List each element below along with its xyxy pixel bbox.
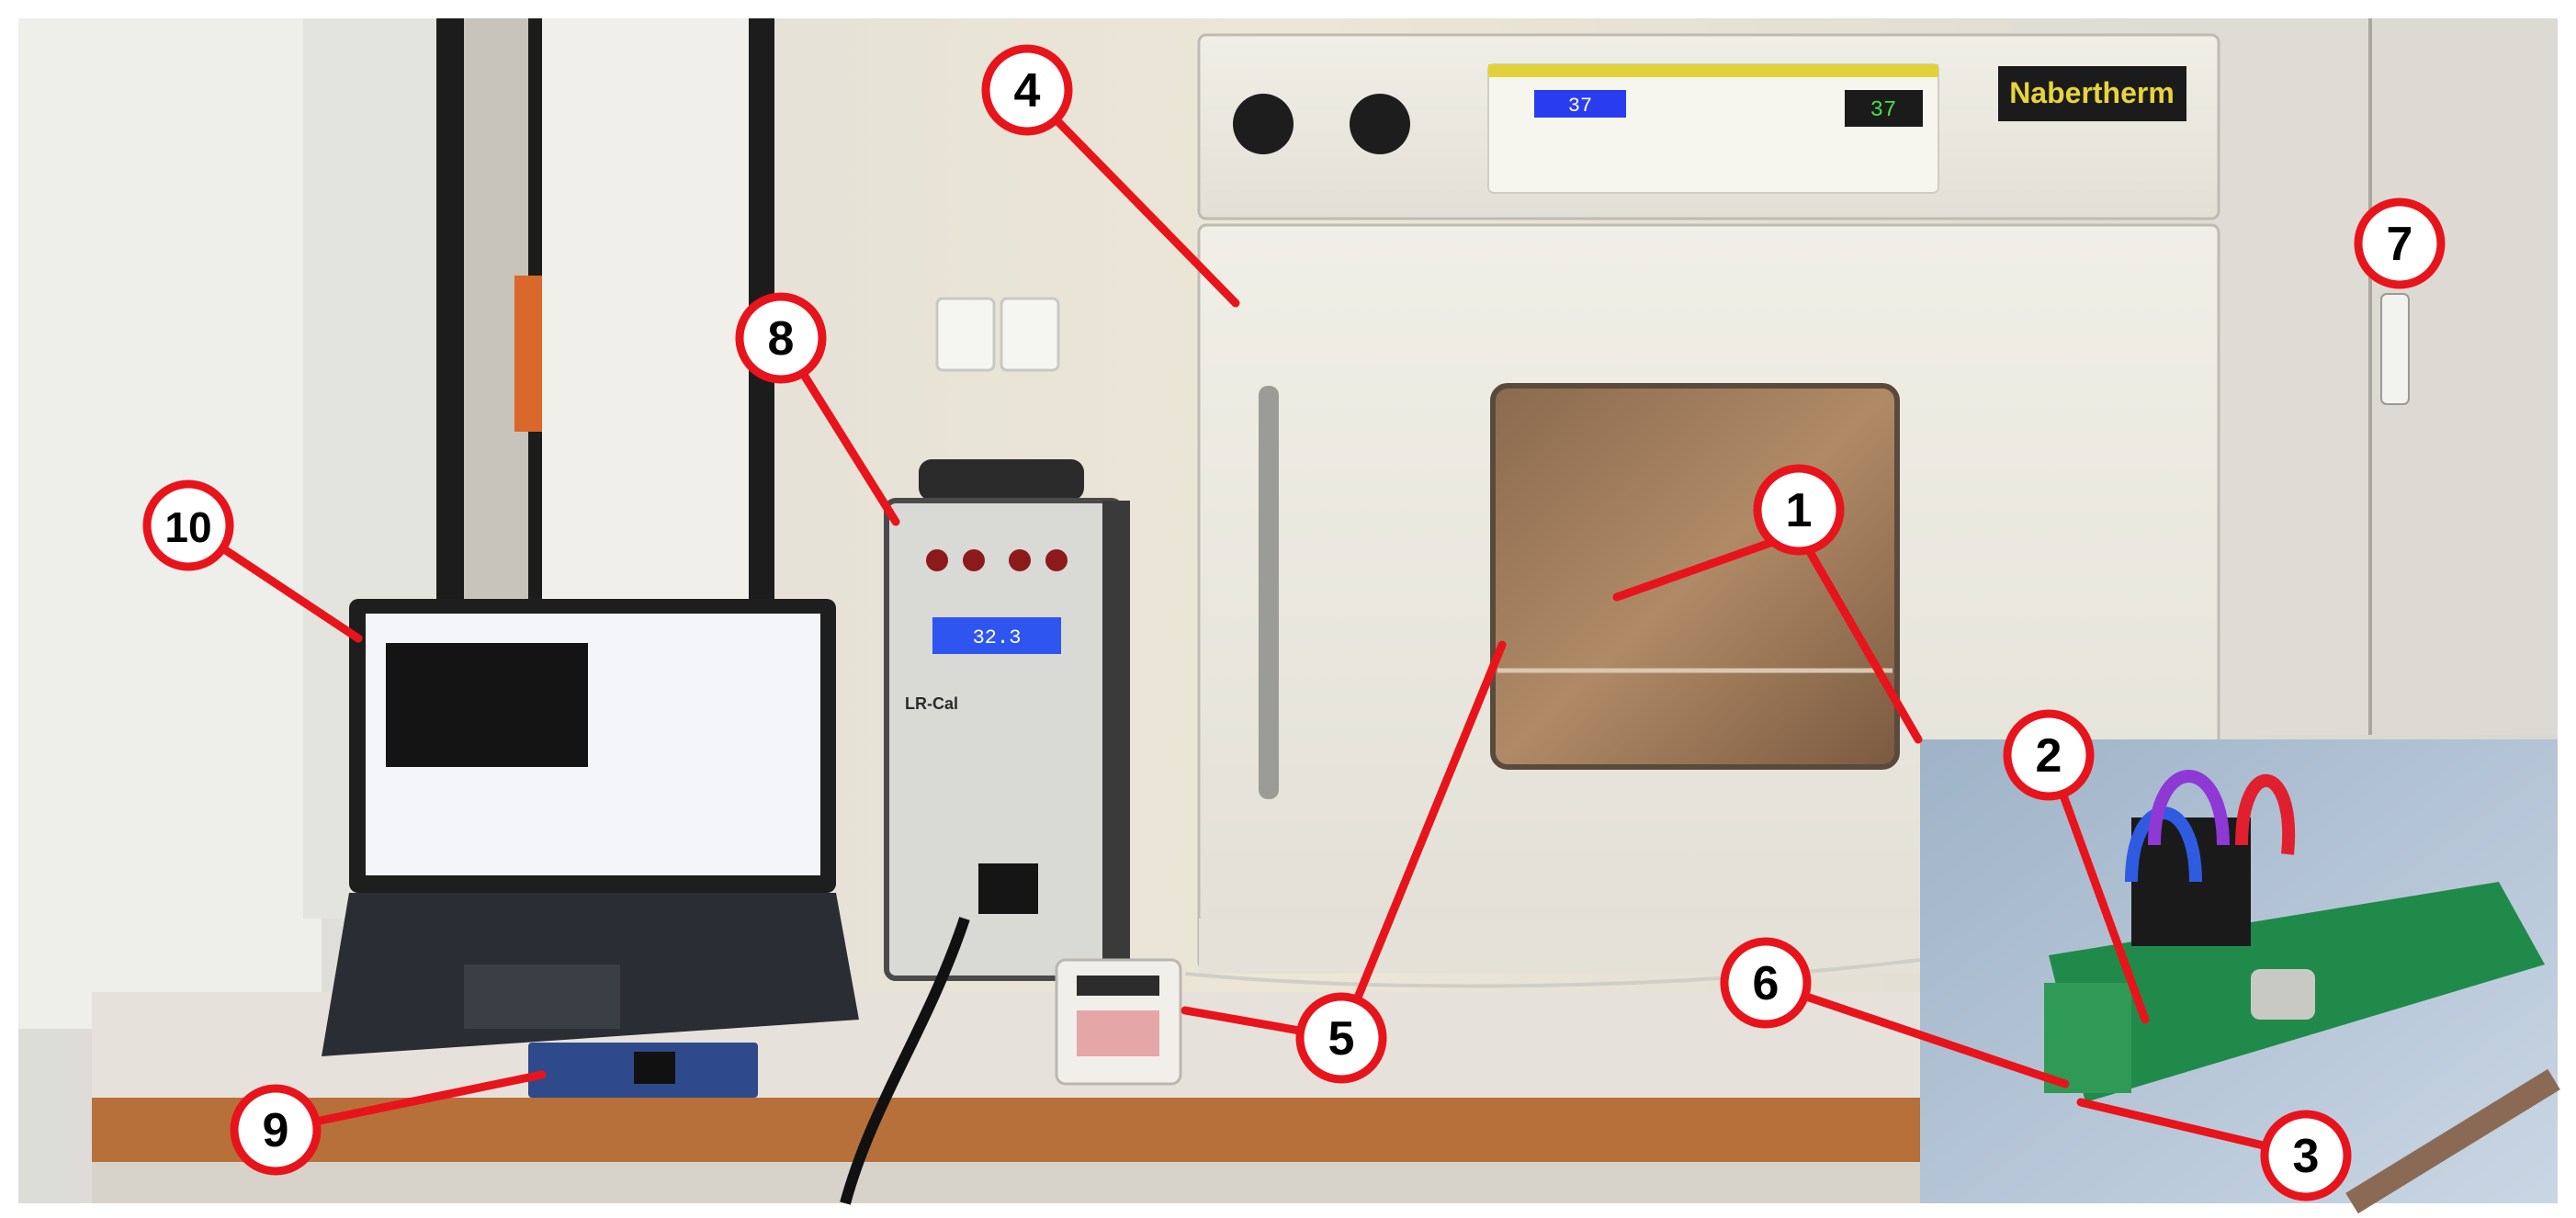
calibrator-power-inlet [978, 863, 1038, 914]
oven-controller [1845, 90, 1923, 127]
callout-circle [142, 479, 234, 571]
callout-circle [2354, 197, 2446, 289]
calibrator-jack [1045, 549, 1068, 571]
callout-6: 6 [1720, 937, 1812, 1029]
cabinet-latch [2380, 293, 2410, 405]
calibrator-jack [1009, 549, 1031, 571]
callout-line-5b [1337, 640, 1507, 1043]
callout-label: 8 [768, 312, 795, 366]
callout-line-4 [1022, 85, 1240, 308]
callout-label: 7 [2387, 218, 2413, 271]
wall-socket-right [1000, 297, 1060, 372]
callout-circle [981, 44, 1073, 136]
calibrator-display [932, 617, 1061, 654]
oven-display-blue [1534, 90, 1626, 118]
inset-purple-wire [2148, 770, 2230, 846]
inset-photo-sensor-board [1920, 739, 2560, 1214]
callout-9: 9 [230, 1084, 322, 1176]
microcontroller-board-chip [634, 1052, 675, 1084]
inset-terminal-block [2044, 983, 2131, 1093]
callout-label: 2 [2036, 729, 2062, 783]
callout-label: 3 [2293, 1130, 2320, 1183]
oven-control-stripe [1488, 64, 1938, 77]
handheld-display [1077, 976, 1159, 996]
callouts: 1 2 3 4 5 6 7 8 [142, 44, 2446, 1201]
callout-circle [1720, 937, 1812, 1029]
oven-knob-right [1350, 94, 1410, 154]
calibrator-dark-side [1102, 501, 1130, 978]
callout-line-2 [2044, 750, 2150, 1024]
calibrator-display-value: 32.3 [973, 626, 1022, 649]
oven-brand: Nabertherm [2009, 76, 2175, 109]
calibrator-jack [926, 549, 948, 571]
handheld-keypad [1077, 1010, 1159, 1056]
wall-socket-left [935, 297, 996, 372]
table-underside [92, 1162, 1929, 1203]
calibrator: 32.3 LR-Cal [884, 459, 1130, 981]
callout-circle [735, 292, 827, 384]
callout-5: 5 [1295, 992, 1387, 1084]
oven-knob-left [1233, 94, 1294, 154]
callout-circle [1753, 464, 1845, 556]
oven-display-value: 37 [1568, 95, 1592, 118]
calibrator-handle [919, 459, 1084, 501]
inset-metal-rod [2345, 1068, 2560, 1214]
callout-label: 5 [1328, 1012, 1355, 1066]
callout-7: 7 [2354, 197, 2446, 289]
callout-1: 1 [1753, 464, 1845, 556]
callout-label: 10 [164, 503, 211, 551]
inset-red-wire [2235, 773, 2296, 855]
callout-10: 10 [142, 479, 234, 571]
callout-circle [230, 1084, 322, 1176]
laptop-touchpad [464, 964, 620, 1029]
callout-label: 6 [1753, 957, 1779, 1010]
oven-controller-value: 37 [1870, 98, 1897, 123]
calibrator-jack [963, 549, 985, 571]
callout-4: 4 [981, 44, 1073, 136]
callout-8: 8 [735, 292, 827, 384]
inset-coin-cell [2251, 969, 2315, 1020]
cabinet-left [2205, 18, 2370, 735]
callout-line-1b [1794, 528, 1923, 744]
callout-label: 1 [1786, 484, 1813, 537]
callout-label: 4 [1014, 64, 1041, 118]
callout-label: 9 [263, 1104, 289, 1157]
callout-circle [1295, 992, 1387, 1084]
callout-2: 2 [2003, 709, 2095, 801]
power-cable [840, 917, 970, 1205]
laptop [322, 599, 859, 1056]
oven-handle [1259, 386, 1279, 799]
callout-line-6 [1761, 978, 2070, 1088]
oven-window [1490, 383, 1900, 770]
oven-brand-plate [1998, 66, 2186, 121]
oven-control-panel [1487, 63, 1939, 194]
callout-circle [2003, 709, 2095, 801]
callout-circle [2260, 1110, 2352, 1201]
laptop-terminal-window [386, 643, 588, 767]
callout-3: 3 [2260, 1110, 2352, 1201]
calibrator-brand: LR-Cal [905, 694, 958, 713]
